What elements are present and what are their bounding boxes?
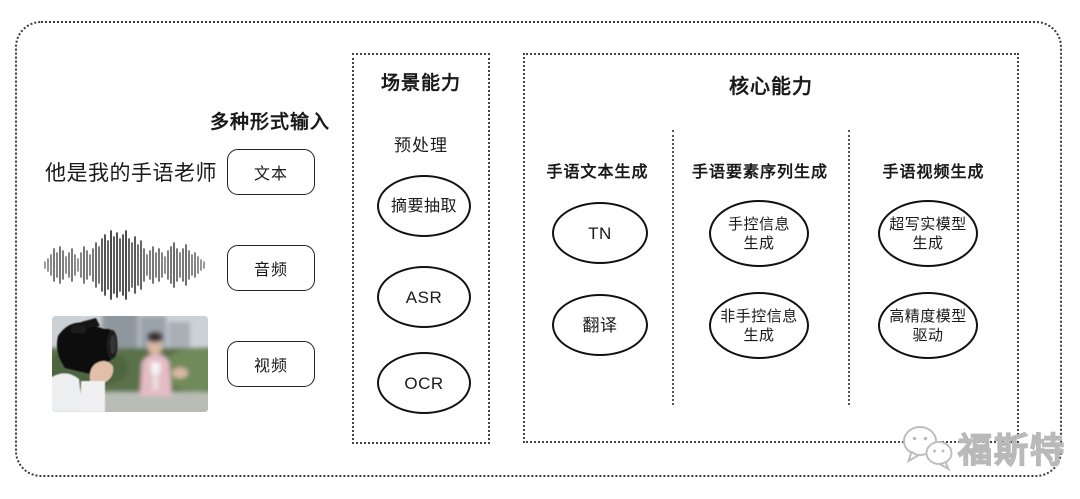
input-type-audio-box: 音频: [227, 245, 315, 291]
sample-sentence-text: 他是我的手语老师: [45, 162, 217, 185]
watermark-text: 福斯特: [957, 431, 1066, 470]
input-type-video-label: 视频: [253, 358, 288, 375]
node-non-manual-info-generation: 非手控信息 生成: [709, 292, 809, 359]
node-ocr: OCR: [377, 352, 471, 414]
input-type-audio-label: 音频: [253, 262, 288, 279]
node-hyperrealistic-model-generation: 超写实模型 生成: [878, 200, 978, 267]
node-manual-info-generation: 手控信息 生成: [709, 200, 809, 267]
column-header-sign-video-generation: 手语视频生成: [882, 164, 985, 181]
node-high-precision-model-driving: 高精度模型 驱动: [878, 292, 978, 359]
node-translation: 翻译: [552, 294, 648, 356]
core-capability-box: [523, 53, 1019, 443]
scene-capability-title: 场景能力: [380, 73, 461, 94]
input-type-video-box: 视频: [227, 341, 315, 387]
video-photo-thumbnail: [52, 316, 208, 412]
input-type-text-box: 文本: [227, 149, 315, 195]
preprocess-label: 预处理: [394, 136, 448, 155]
column-header-sign-element-sequence-generation: 手语要素序列生成: [691, 164, 828, 181]
core-column-divider-2: [848, 130, 850, 405]
column-header-sign-text-generation: 手语文本生成: [546, 164, 649, 181]
core-column-divider-1: [672, 130, 674, 405]
node-summary-extraction: 摘要抽取: [377, 175, 471, 237]
input-type-text-label: 文本: [253, 166, 288, 183]
wechat-icon: [903, 426, 953, 472]
core-capability-title: 核心能力: [729, 76, 813, 98]
input-section-title: 多种形式输入: [209, 112, 330, 133]
watermark: 福斯特: [900, 422, 1066, 472]
node-tn: TN: [552, 202, 648, 264]
scene-capability-box: [352, 53, 490, 444]
audio-waveform-icon: [44, 230, 205, 300]
node-asr: ASR: [377, 266, 471, 328]
outer-dotted-border: [15, 21, 1062, 477]
